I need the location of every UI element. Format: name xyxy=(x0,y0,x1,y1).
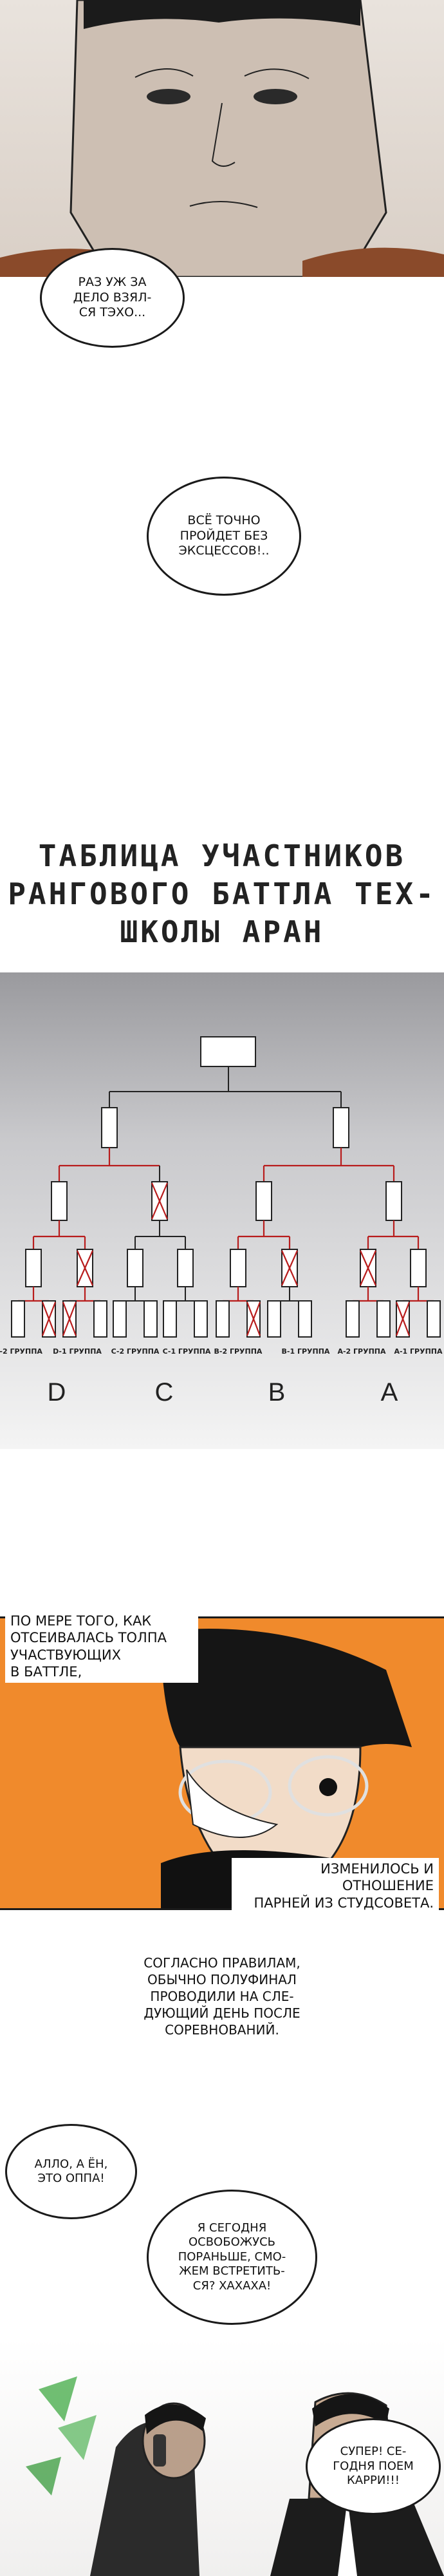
semi-slot-left xyxy=(101,1107,118,1148)
speech-bubble-1: РАЗ УЖ ЗА ДЕЛО ВЗЯЛ- СЯ ТЭХО... xyxy=(40,248,185,348)
semi-slot-right xyxy=(333,1107,349,1148)
bracket-letter-c: C xyxy=(155,1378,174,1406)
group-label-d2: D-2 ГРУППА xyxy=(0,1347,42,1356)
caption-box-1: ПО МЕРЕ ТОГО, КАК ОТСЕИВАЛАСЬ ТОЛПА УЧАС… xyxy=(5,1610,198,1683)
group-label-c2: C-2 ГРУППА xyxy=(111,1347,160,1356)
bracket-letter-b: B xyxy=(268,1378,286,1406)
speech-bubble-4: Я СЕГОДНЯ ОСВОБОЖУСЬ ПОРАНЬШЕ, СМО- ЖЕМ … xyxy=(147,2190,317,2325)
bracket-title: ТАБЛИЦА УЧАСТНИКОВ РАНГОВОГО БАТТЛА ТЕХ-… xyxy=(8,838,436,949)
speech-bubble-5: СУПЕР! СЕ- ГОДНЯ ПОЕМ КАРРИ!!! xyxy=(306,2418,441,2515)
group-label-a1: A-1 ГРУППА xyxy=(394,1347,443,1356)
speech-bubble-3: АЛЛО, А ЁН, ЭТО ОППА! xyxy=(5,2124,137,2219)
face-panel-top xyxy=(0,0,444,277)
caption-box-2: ИЗМЕНИЛОСЬ И ОТНОШЕНИЕ ПАРНЕЙ ИЗ СТУДСОВ… xyxy=(232,1858,439,1914)
group-label-a2: A-2 ГРУППА xyxy=(337,1347,386,1356)
group-label-d1: D-1 ГРУППА xyxy=(53,1347,102,1356)
group-label-b2: B-2 ГРУППА xyxy=(214,1347,263,1356)
bracket-letter-a: A xyxy=(381,1378,398,1406)
narration-text: СОГЛАСНО ПРАВИЛАМ, ОБЫЧНО ПОЛУФИНАЛ ПРОВ… xyxy=(143,1955,301,2038)
group-label-c1: C-1 ГРУППА xyxy=(163,1347,211,1356)
group-label-b1: B-1 ГРУППА xyxy=(282,1347,330,1356)
speech-bubble-2: ВСЁ ТОЧНО ПРОЙДЕТ БЕЗ ЭКСЦЕССОВ!.. xyxy=(147,477,301,596)
bracket-letter-d: D xyxy=(48,1378,66,1406)
bracket-diagram: D-2 ГРУППА D-1 ГРУППА C-2 ГРУППА C-1 ГРУ… xyxy=(0,1036,443,1406)
final-slot xyxy=(200,1036,256,1067)
face-artwork xyxy=(0,0,444,277)
bracket-panel: D-2 ГРУППА D-1 ГРУППА C-2 ГРУППА C-1 ГРУ… xyxy=(0,972,444,1449)
